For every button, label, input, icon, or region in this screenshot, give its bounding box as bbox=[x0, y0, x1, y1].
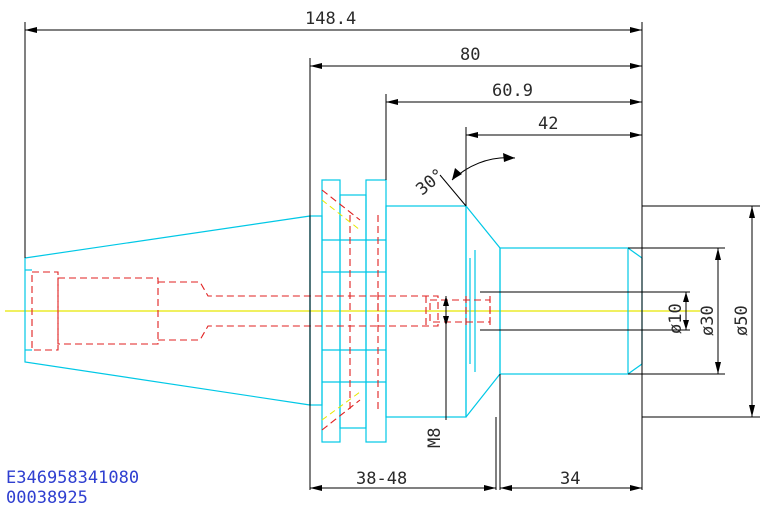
dim-nose-to-end: 42 bbox=[538, 114, 558, 134]
dim-thread: M8 bbox=[425, 428, 445, 448]
dim-nose-diameter: ø30 bbox=[698, 305, 718, 336]
part-code-line1: E346958341080 bbox=[6, 468, 139, 488]
hidden-lines bbox=[31, 189, 491, 431]
part-outline bbox=[24, 179, 643, 443]
dim-body-diameter: ø50 bbox=[732, 305, 752, 336]
dimension-lines bbox=[24, 22, 760, 490]
dim-body-to-end: 60.9 bbox=[492, 81, 533, 101]
dimension-arrows bbox=[25, 27, 755, 491]
dim-adjust-range: 38-48 bbox=[356, 469, 407, 489]
flange-drive-slot bbox=[321, 199, 361, 421]
dim-bore-diameter: ø10 bbox=[666, 303, 686, 334]
dim-flange-to-end: 80 bbox=[460, 45, 480, 65]
part-code-line2: 00038925 bbox=[6, 488, 88, 508]
dim-overall-length: 148.4 bbox=[305, 9, 356, 29]
dim-chamfer-angle: 30° bbox=[412, 165, 448, 200]
dim-nose-length: 34 bbox=[560, 469, 580, 489]
